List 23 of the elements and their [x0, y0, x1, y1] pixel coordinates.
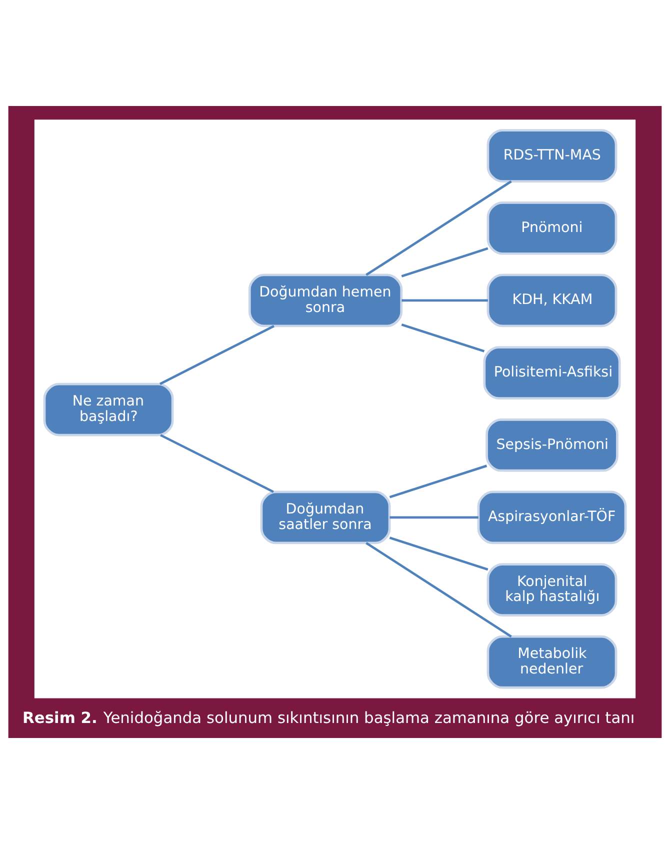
connector [366, 180, 512, 276]
connector [401, 323, 485, 352]
node-box: Ne zaman başladı? [43, 382, 174, 436]
node-box: Sepsis-Pnömoni [486, 418, 618, 472]
cluster [34, 119, 636, 698]
node-box: Aspirasyonlar-TÖF [477, 490, 627, 544]
connector [160, 324, 274, 385]
node-box: RDS-TTN-MAS [486, 128, 618, 182]
node-box: Polisitemi-Asfiksi [483, 346, 621, 399]
connector [389, 536, 488, 570]
connector [402, 298, 488, 302]
connector [160, 434, 274, 492]
node-box: Doğumdan hemen sonra [248, 273, 403, 327]
connector [389, 464, 488, 498]
connector [366, 541, 512, 638]
connector [401, 246, 488, 277]
node-box: Metabolik nedenler [486, 634, 618, 688]
node-box: Doğumdan saatler sonra [260, 490, 391, 544]
caption: Resim 2. Yenidoğanda solunum sıkıntısının başlama zamanına göre ayırıcı tanı [22, 708, 635, 727]
node-box: Pnömoni [486, 200, 618, 254]
connector [390, 516, 478, 518]
node-box: Konjenital kalp hastalığı [486, 562, 618, 616]
node-box: KDH, KKAM [486, 273, 618, 327]
